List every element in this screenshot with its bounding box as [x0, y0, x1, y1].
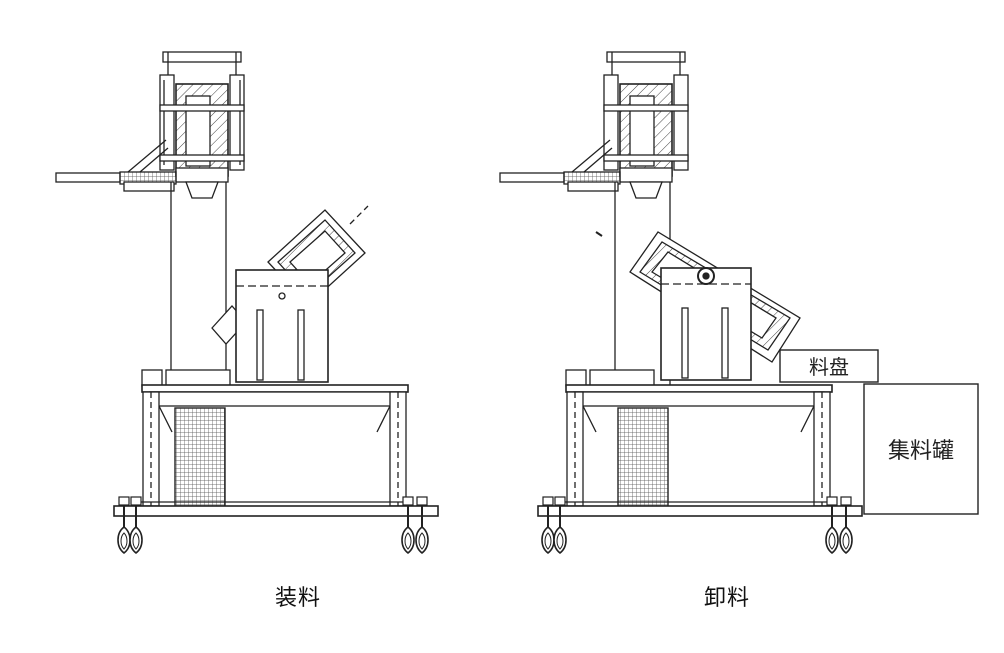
collector-tank: 集料罐: [863, 383, 979, 515]
tray-label: 料盘: [809, 355, 849, 379]
unloading-assembly: 料盘 集料罐: [499, 51, 979, 554]
caption-loading: 装料: [275, 586, 322, 611]
loading-assembly: [55, 51, 439, 554]
caption-unloading: 卸料: [704, 586, 751, 611]
feed-arm-right: [499, 139, 621, 192]
lifting-frame-left: [159, 51, 245, 199]
lifting-frame-right: [603, 51, 689, 199]
work-table-left: [113, 369, 439, 517]
machine-box-right: [660, 267, 752, 381]
feed-arm-left: [55, 139, 177, 192]
work-table-right: [537, 369, 863, 517]
material-tray: 料盘: [779, 349, 879, 383]
machine-box-left: [235, 269, 329, 383]
collector-label: 集料罐: [888, 439, 954, 464]
